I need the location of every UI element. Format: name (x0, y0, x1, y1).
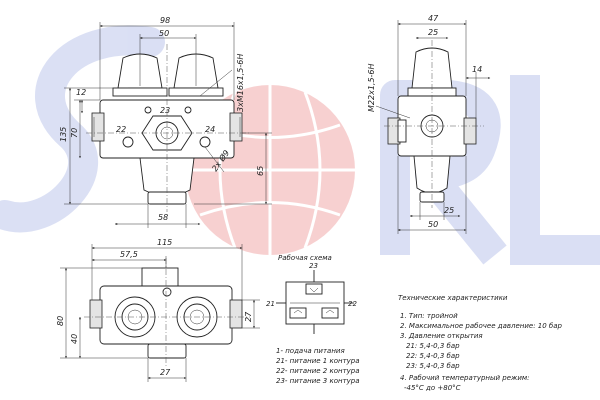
plan-dimensions: 115 57,5 80 40 27 27 (56, 238, 260, 382)
scheme-port-23: 23 (309, 262, 318, 270)
dim-plan-height: 80 (56, 316, 65, 326)
dim-plan-lower: 40 (70, 334, 79, 344)
legend-item: 22- питание 2 контура (276, 367, 360, 375)
dim-front-height-total: 135 (59, 127, 68, 142)
spec-item: 1. Тип: тройной (400, 312, 458, 320)
dim-plan-bottom: 27 (160, 368, 171, 377)
plan-view (84, 258, 250, 366)
scheme-title: Рабочая схема (278, 254, 332, 262)
dim-front-left: 12 (76, 88, 86, 97)
dim-side-bottom: 50 (428, 220, 438, 229)
spec-item: -45°С до +80°С (404, 384, 461, 392)
spec-item: 3. Давление открытия (400, 332, 483, 340)
dim-side-top: 25 (428, 28, 438, 37)
spec-item: 23: 5,4-0,3 бар (406, 362, 460, 370)
scheme-port-21: 21 (266, 300, 275, 308)
legend-item: 21- питание 1 контура (276, 357, 360, 365)
dim-side-bottom-inner: 25 (444, 206, 454, 215)
specs-title: Технические характеристики (398, 294, 508, 302)
watermark-letter-l (510, 75, 600, 265)
spec-item: 2. Максимальное рабочее давление: 10 бар (400, 322, 563, 330)
dim-plan-width: 115 (157, 238, 172, 247)
dim-front-side-right: 24 (205, 125, 215, 134)
dim-front-inner: 50 (159, 29, 169, 38)
scheme-port-22: 22 (348, 300, 357, 308)
front-view (86, 44, 250, 212)
dim-front-top: 23 (160, 106, 170, 115)
working-scheme: Рабочая схема 23 21 22 (266, 254, 357, 334)
dim-plan-offset: 57,5 (120, 250, 138, 259)
legend-item: 23- питание 3 контура (276, 377, 360, 385)
legend-item: 1- подача питания (276, 347, 345, 355)
spec-item: 22: 5,4-0,3 бар (406, 352, 460, 360)
port-legend: 1- подача питания 21- питание 1 контура … (276, 347, 360, 385)
dim-front-side-left: 22 (116, 125, 126, 134)
dim-plan-right: 27 (244, 311, 253, 322)
watermark (0, 25, 600, 265)
dim-front-height-main: 70 (70, 128, 79, 138)
spec-item: 21: 5,4-0,3 бар (406, 342, 460, 350)
dim-front-height-right: 65 (256, 166, 265, 176)
dim-front-thread: 3хМ16х1,5-6Н (236, 54, 245, 112)
side-view (384, 40, 484, 208)
technical-specs: Технические характеристики 1. Тип: тройн… (398, 294, 563, 392)
dim-front-width: 98 (160, 16, 170, 25)
dim-side-offset: 14 (472, 65, 482, 74)
dim-side-width: 47 (428, 14, 439, 23)
side-dimensions: 47 25 14 M22х1,5-6Н 25 50 (367, 14, 491, 234)
dim-front-bottom: 58 (158, 213, 168, 222)
spec-item: 4. Рабочий температурный режим: (400, 374, 530, 382)
dim-side-thread: M22х1,5-6Н (367, 63, 376, 112)
